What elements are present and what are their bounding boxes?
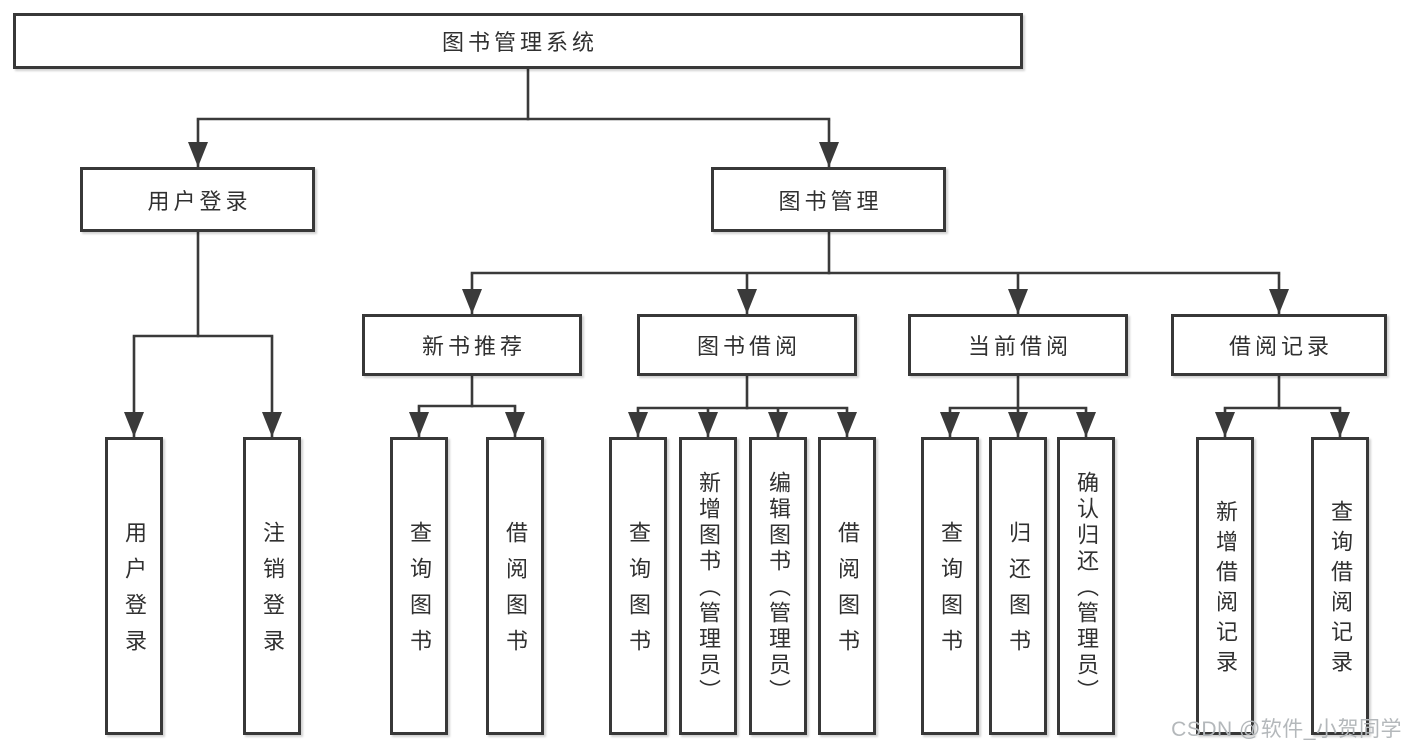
node-book-management-label: 图书管理 [778, 188, 883, 214]
leaf-add-borrow-record-label: 新增借阅记录 [1213, 500, 1238, 680]
node-user-login: 用户登录 [80, 167, 315, 232]
leaf-edit-book-admin-label: 编辑图书（管理员） [766, 471, 791, 705]
leaf-query-books-current-label: 查询图书 [938, 521, 963, 665]
leaf-borrow-books: 借阅图书 [818, 437, 876, 735]
leaf-query-books-recommend-label: 查询图书 [407, 521, 432, 665]
leaf-query-books-current: 查询图书 [921, 437, 979, 735]
node-book-borrow: 图书借阅 [637, 314, 857, 376]
csdn-watermark: CSDN @软件_小贺同学 [1171, 718, 1402, 741]
leaf-query-borrow-record: 查询借阅记录 [1311, 437, 1369, 735]
leaf-edit-book-admin: 编辑图书（管理员） [749, 437, 807, 735]
leaf-add-book-admin-label: 新增图书（管理员） [696, 471, 721, 705]
leaf-query-borrow-record-label: 查询借阅记录 [1328, 500, 1353, 680]
leaf-confirm-return-admin-label: 确认归还（管理员） [1074, 471, 1099, 705]
leaf-user-login: 用户登录 [105, 437, 163, 735]
node-book-management: 图书管理 [711, 167, 946, 232]
node-new-book-recommend: 新书推荐 [362, 314, 582, 376]
leaf-confirm-return-admin: 确认归还（管理员） [1057, 437, 1115, 735]
node-borrow-records: 借阅记录 [1171, 314, 1387, 376]
node-new-book-recommend-label: 新书推荐 [421, 334, 526, 359]
node-root-system: 图书管理系统 [13, 13, 1023, 69]
leaf-logout-label: 注销登录 [260, 521, 285, 665]
leaf-query-books-borrow-label: 查询图书 [626, 521, 651, 665]
leaf-add-borrow-record: 新增借阅记录 [1196, 437, 1254, 735]
leaf-borrow-books-label: 借阅图书 [835, 521, 860, 665]
node-book-borrow-label: 图书借阅 [696, 334, 801, 359]
leaf-borrow-books-recommend-label: 借阅图书 [503, 521, 528, 665]
node-borrow-records-label: 借阅记录 [1228, 334, 1333, 359]
leaf-add-book-admin: 新增图书（管理员） [679, 437, 737, 735]
node-root-system-label: 图书管理系统 [441, 30, 598, 55]
leaf-query-books-recommend: 查询图书 [390, 437, 448, 735]
leaf-query-books-borrow: 查询图书 [609, 437, 667, 735]
leaf-return-book: 归还图书 [989, 437, 1047, 735]
node-current-borrow-label: 当前借阅 [967, 334, 1072, 359]
node-current-borrow: 当前借阅 [908, 314, 1128, 376]
leaf-return-book-label: 归还图书 [1006, 521, 1031, 665]
node-user-login-label: 用户登录 [147, 188, 252, 214]
leaf-user-login-label: 用户登录 [122, 521, 147, 665]
leaf-borrow-books-recommend: 借阅图书 [486, 437, 544, 735]
leaf-logout: 注销登录 [243, 437, 301, 735]
